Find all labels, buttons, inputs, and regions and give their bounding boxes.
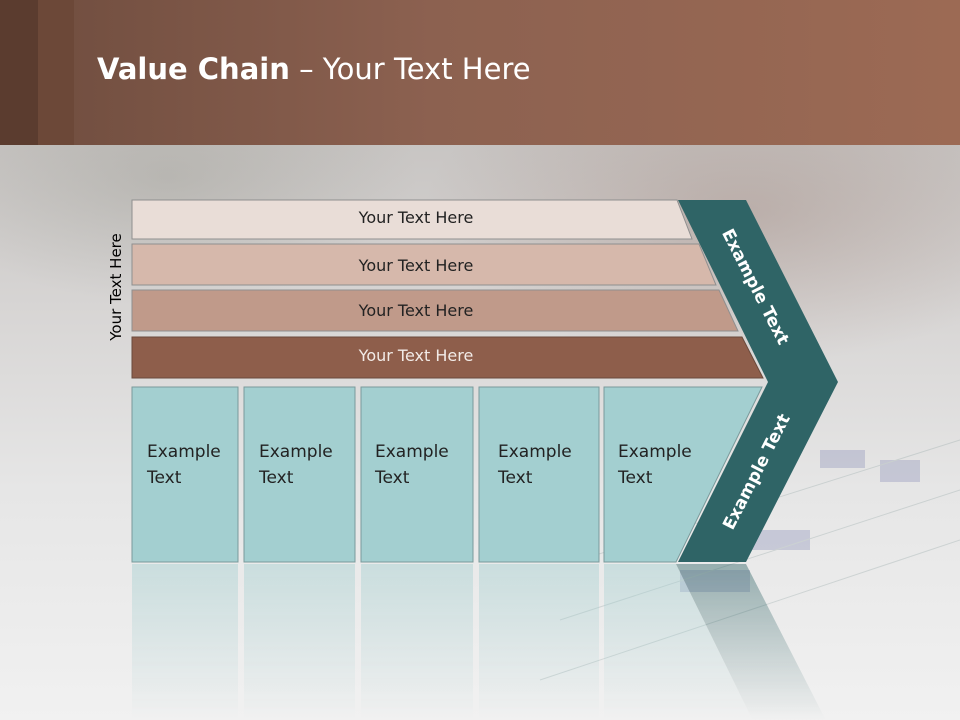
support-row-2: [131, 243, 717, 286]
title-bar: Value Chain – Your Text Here: [0, 0, 960, 145]
support-row-3: [131, 289, 739, 332]
slide-title: Value Chain – Your Text Here: [97, 52, 531, 86]
primary-activity-label-line2: Text: [147, 468, 182, 488]
support-row-1: [131, 199, 693, 240]
support-row-4-label: Your Text Here: [358, 346, 474, 365]
support-row-1-label: Your Text Here: [358, 208, 474, 227]
primary-activity-label-line1: Example: [259, 442, 333, 462]
title-rest: – Your Text Here: [289, 52, 531, 86]
title-bar-accent: [0, 0, 38, 145]
support-row-2-label: Your Text Here: [358, 256, 474, 275]
primary-activity-2: [243, 386, 356, 563]
support-row-3-label: Your Text Here: [358, 301, 474, 320]
margin-chevron: [678, 200, 838, 562]
primary-activity-3: [360, 386, 474, 563]
support-row-4: [131, 336, 764, 379]
primary-activity-3-label: Example Text: [375, 439, 449, 491]
primary-activity-label-line1: Example: [618, 442, 692, 462]
primary-activity-label-line1: Example: [375, 442, 449, 462]
primary-activity-1: [131, 386, 239, 563]
primary-activity-label-line2: Text: [375, 468, 410, 488]
title-bold: Value Chain: [97, 52, 290, 86]
primary-activity-2-label: Example Text: [259, 439, 333, 491]
primary-activity-4: [478, 386, 600, 563]
diagram-reflection: [132, 564, 826, 720]
primary-activity-label-line1: Example: [498, 442, 572, 462]
primary-activity-4-label: Example Text: [498, 439, 572, 491]
title-bar-accent: [38, 0, 74, 145]
primary-activity-label-line2: Text: [498, 468, 533, 488]
primary-activity-5: [603, 386, 763, 563]
primary-activity-label-line1: Example: [147, 442, 221, 462]
primary-activity-1-label: Example Text: [147, 439, 221, 491]
primary-activity-label-line2: Text: [618, 468, 653, 488]
primary-activity-5-label: Example Text: [618, 439, 692, 491]
primary-activity-label-line2: Text: [259, 468, 294, 488]
